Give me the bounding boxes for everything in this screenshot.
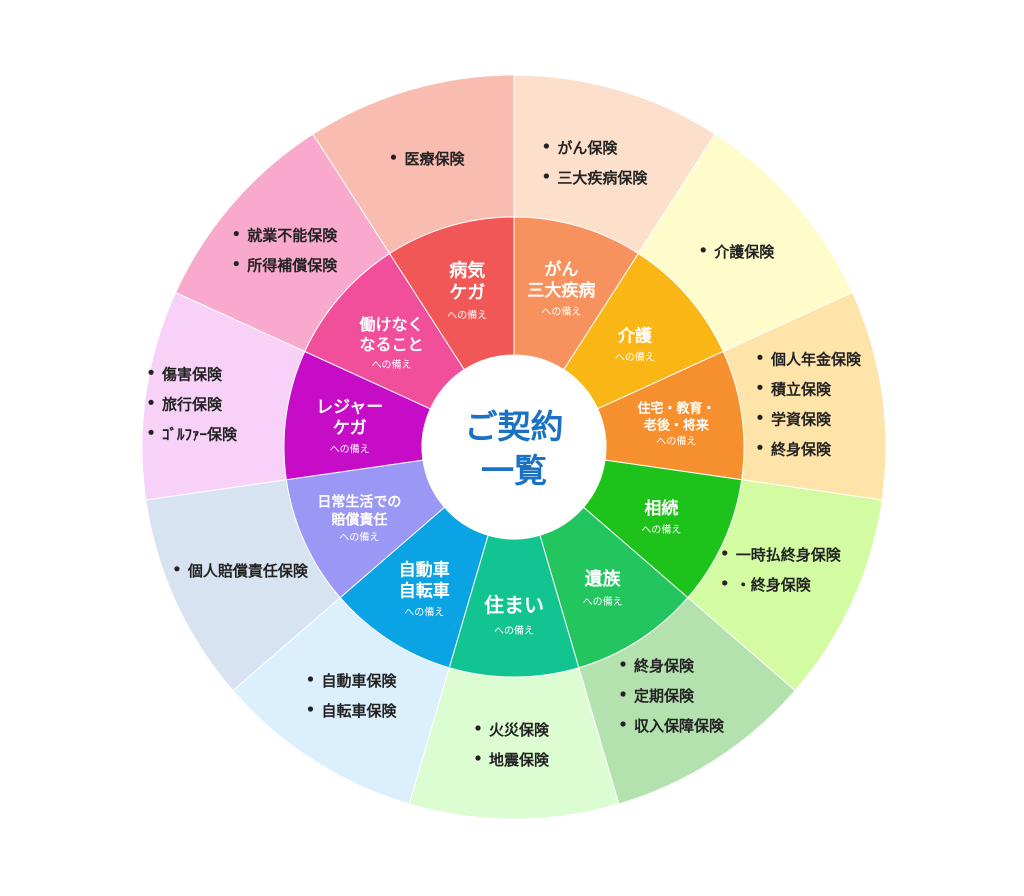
bullet-icon xyxy=(757,444,763,450)
insurance-item: 収入保障保険 xyxy=(634,717,725,735)
bullet-icon xyxy=(620,721,626,727)
bullet-icon xyxy=(307,706,314,712)
sector-title-line: レジャー xyxy=(316,397,383,417)
bullet-icon xyxy=(700,247,706,253)
insurance-item: 定期保険 xyxy=(634,687,695,705)
bullet-icon xyxy=(620,661,626,667)
sector-title-line: 住まい xyxy=(484,593,544,617)
sector-subtitle: への備え xyxy=(615,351,655,364)
bullet-icon xyxy=(174,566,180,572)
sector-title-line: 自動車 xyxy=(399,560,450,581)
insurance-item: 一時払終身保険 xyxy=(736,546,842,564)
bullet-icon xyxy=(543,173,549,179)
sector-subtitle: への備え xyxy=(641,523,681,536)
sector-title-line: ケガ xyxy=(449,283,485,304)
bullet-icon xyxy=(148,399,154,405)
sector-subtitle: への備え xyxy=(339,531,379,544)
outer-labels: がん保険三大疾病保険介護保険個人年金保険積立保険学資保険終身保険一時払終身保険・… xyxy=(148,139,862,769)
center-title-line1: ご契約 xyxy=(465,407,564,446)
insurance-item: 個人賠償責任保険 xyxy=(187,562,309,580)
insurance-item: がん保険 xyxy=(557,139,618,157)
sector-subtitle: への備え xyxy=(404,606,444,619)
bullet-icon xyxy=(757,354,763,360)
sector-subtitle: への備え xyxy=(541,305,581,318)
center-title-line2: 一覧 xyxy=(481,451,547,490)
bullet-icon xyxy=(722,550,728,556)
insurance-item: 火災保険 xyxy=(489,721,550,739)
insurance-item: 介護保険 xyxy=(713,243,775,261)
outer-ring xyxy=(141,74,887,820)
inner-ring xyxy=(283,216,745,678)
sector-subtitle: への備え xyxy=(583,595,623,608)
insurance-item: 終身保険 xyxy=(634,657,695,675)
sector-title-line: 日常生活での xyxy=(317,494,401,511)
insurance-item: 三大疾病保険 xyxy=(557,169,648,187)
sector-title-line: ケガ xyxy=(333,418,367,438)
sector-subtitle: への備え xyxy=(656,435,696,448)
bullet-icon xyxy=(757,384,763,390)
insurance-item: 自動車保険 xyxy=(321,672,397,690)
insurance-item: 学資保険 xyxy=(771,410,832,428)
bullet-icon xyxy=(722,580,728,586)
bullet-icon xyxy=(757,414,763,420)
sector-title-line: なること xyxy=(360,335,424,354)
bullet-icon xyxy=(620,691,626,697)
insurance-item: 就業不能保険 xyxy=(247,227,338,245)
sector-title-line: がん xyxy=(544,259,578,280)
insurance-item: 終身保険 xyxy=(771,440,832,458)
bullet-icon xyxy=(475,755,481,761)
insurance-item: 積立保険 xyxy=(770,380,832,398)
sector-title-line: 病気 xyxy=(449,260,485,282)
insurance-item: 傷害保険 xyxy=(161,365,223,383)
sector-title-line: 遺族 xyxy=(585,568,622,590)
bullet-icon xyxy=(475,725,481,731)
bullet-icon xyxy=(233,260,239,267)
insurance-item: ・終身保険 xyxy=(736,576,812,594)
sector-title-line: 介護 xyxy=(617,326,653,347)
sector-title-line: 住宅・教育・ xyxy=(637,401,715,417)
sector-subtitle: への備え xyxy=(372,358,412,371)
bullet-icon xyxy=(233,230,239,237)
bullet-icon xyxy=(148,429,154,435)
sector-subtitle: への備え xyxy=(447,309,487,322)
sector-title-line: 自転車 xyxy=(399,581,450,602)
inner-labels: がん三大疾病への備え介護への備え住宅・教育・老後・将来への備え相続への備え遺族へ… xyxy=(316,259,715,637)
sector-title-line: 賠償責任 xyxy=(331,512,387,529)
sector-subtitle: への備え xyxy=(330,442,370,455)
insurance-item: 自転車保険 xyxy=(321,702,397,720)
sector-subtitle: への備え xyxy=(494,624,534,637)
sector-title-line: 働けなく xyxy=(359,315,424,334)
bullet-icon xyxy=(543,143,549,149)
insurance-item: 医療保険 xyxy=(404,150,465,168)
bullet-icon xyxy=(390,154,397,160)
insurance-item: 個人年金保険 xyxy=(770,350,862,368)
insurance-item: ｺﾞﾙﾌｧｰ保険 xyxy=(162,425,238,443)
sector-title-line: 三大疾病 xyxy=(527,280,595,301)
center-circle xyxy=(422,355,606,539)
sector-title-line: 老後・将来 xyxy=(643,418,710,434)
sector-title-line: 相続 xyxy=(644,498,678,519)
insurance-item: 旅行保険 xyxy=(162,395,223,413)
bullet-icon xyxy=(148,369,154,375)
insurance-item: 地震保険 xyxy=(489,751,550,769)
insurance-item: 所得補償保険 xyxy=(247,257,338,275)
bullet-icon xyxy=(307,676,314,682)
